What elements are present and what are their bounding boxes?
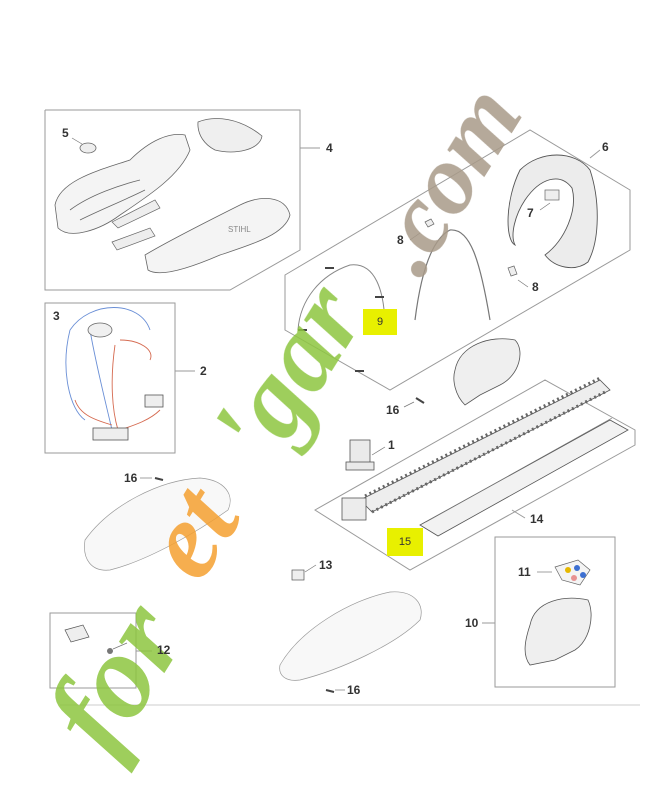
motor	[345, 439, 375, 471]
brand-mark: STIHL	[228, 225, 251, 234]
callout-7: 7	[527, 206, 534, 220]
lower-housing-right	[279, 591, 422, 681]
wiring-harness	[65, 307, 161, 431]
callout-3: 3	[53, 309, 60, 323]
callout-5: 5	[62, 126, 69, 140]
wiring-group-frame	[44, 302, 176, 454]
part-5-plate	[79, 142, 97, 154]
warning-label	[554, 559, 591, 586]
callout-8-upper: 8	[397, 233, 404, 247]
lower-housing-left	[84, 477, 231, 571]
top-cover	[197, 118, 263, 153]
callout-16-left: 16	[124, 471, 138, 485]
callout-15-highlighted: 15	[387, 528, 423, 556]
callout-11: 11	[518, 565, 531, 579]
guard-group-frame	[494, 536, 616, 688]
callout-16-bottom: 16	[347, 683, 361, 697]
callout-8-lower: 8	[532, 280, 539, 294]
svg-text:.com: .com	[345, 66, 544, 292]
hedge-blade	[341, 376, 611, 521]
callout-13: 13	[319, 558, 333, 572]
callout-14: 14	[530, 512, 544, 526]
callout-2: 2	[200, 364, 207, 378]
callout-10: 10	[465, 616, 479, 630]
callout-16-upper: 16	[386, 403, 400, 417]
handle-group-frame	[284, 129, 631, 391]
callout-9-highlighted: 9	[363, 309, 397, 335]
blade-group-frame	[314, 379, 636, 571]
housing-group-frame	[44, 109, 301, 291]
housing-right-half: STIHL	[144, 198, 291, 274]
callout-1: 1	[388, 438, 395, 452]
svg-text:for: for	[19, 578, 210, 774]
handle-bar	[414, 229, 491, 321]
blade-guard-top	[453, 338, 521, 406]
front-handle-loop	[507, 154, 598, 269]
housing-left-half	[54, 134, 191, 234]
callout-12: 12	[157, 643, 171, 657]
blade-sheath	[419, 419, 629, 537]
callout-6: 6	[602, 140, 609, 154]
blade-guard-kit	[524, 597, 592, 666]
callout-4: 4	[326, 141, 333, 155]
